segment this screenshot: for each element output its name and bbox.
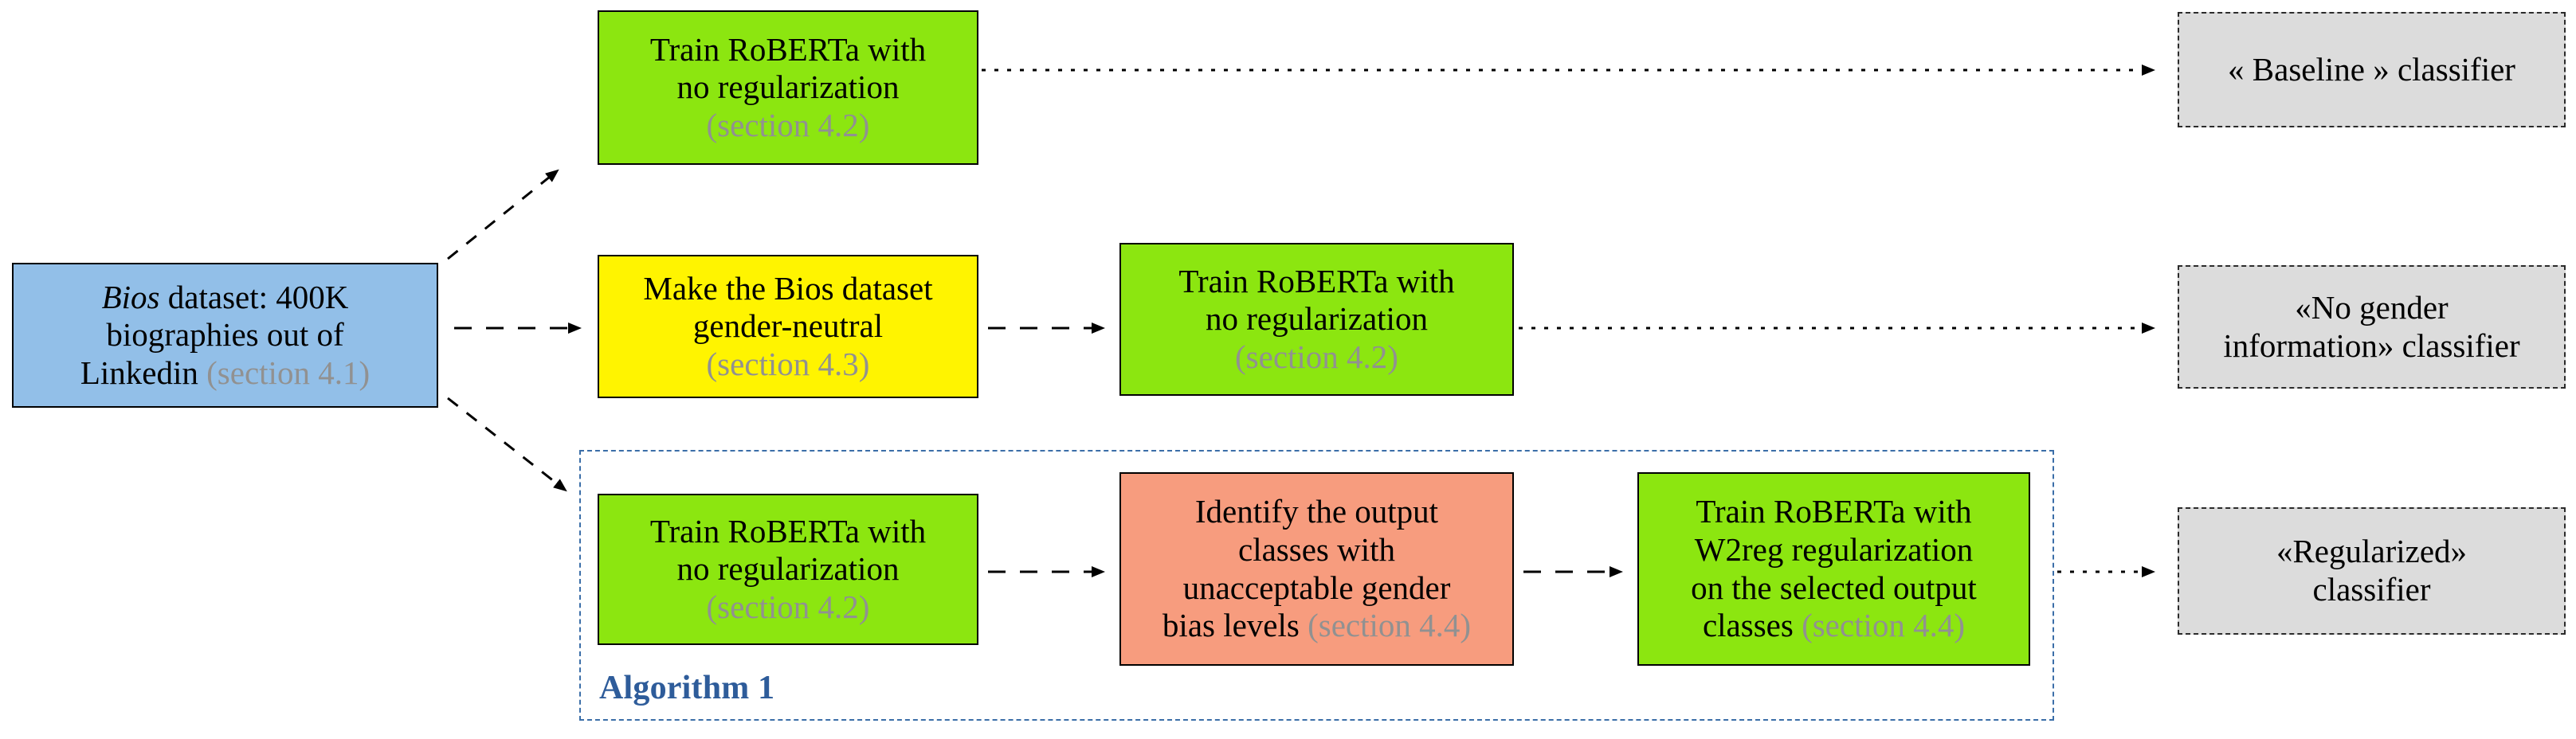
- baseline-classifier-text: « Baseline » classifier: [2228, 50, 2515, 88]
- node-baseline-train-text: Train RoBERTa with no regularization (se…: [606, 31, 970, 145]
- identify-line1: Identify the output: [1194, 493, 1439, 530]
- node-w2reg-train[interactable]: Train RoBERTa with W2reg regularization …: [1637, 472, 2030, 666]
- node-baseline-train[interactable]: Train RoBERTa with no regularization (se…: [598, 10, 978, 165]
- node-identify-classes-text: Identify the output classes with unaccep…: [1127, 493, 1506, 644]
- node-baseline-classifier[interactable]: « Baseline » classifier: [2178, 12, 2566, 127]
- edge-dataset-to-baseline-train: [447, 169, 559, 260]
- neutralize-line1: Make the Bios dataset: [643, 269, 933, 307]
- no-gender-line1: «No gender: [2295, 288, 2449, 326]
- baseline-train-line2: no regularization: [676, 68, 900, 106]
- neutral-train-line2: no regularization: [1206, 300, 1428, 338]
- node-make-gender-neutral[interactable]: Make the Bios dataset gender-neutral (se…: [598, 255, 978, 398]
- regularized-line2: classifier: [2312, 571, 2431, 608]
- dataset-line2: biographies out of: [106, 316, 344, 354]
- identify-line3: unacceptable gender: [1182, 569, 1451, 606]
- algorithm-1-container: [579, 450, 2054, 721]
- neutral-train-line1: Train RoBERTa with: [1178, 262, 1455, 299]
- edge-dataset-to-algo-train: [447, 397, 567, 492]
- dataset-line3: Linkedin: [80, 354, 207, 391]
- algo-train-line2: no regularization: [676, 550, 900, 588]
- algorithm-1-label: Algorithm 1: [599, 670, 775, 706]
- algo-train-line1: Train RoBERTa with: [649, 512, 927, 549]
- node-bios-dataset-text: Bios dataset: 400K biographies out of Li…: [20, 279, 430, 393]
- dataset-section: (section 4.1): [206, 354, 371, 391]
- neutralize-line2: gender-neutral: [692, 307, 884, 345]
- neutralize-section: (section 4.3): [706, 345, 870, 382]
- dataset-name: Bios: [101, 278, 160, 315]
- baseline-train-line1: Train RoBERTa with: [649, 30, 927, 68]
- node-regularized-classifier[interactable]: «Regularized» classifier: [2178, 507, 2566, 635]
- dataset-line1-rest: dataset: 400K: [159, 278, 349, 315]
- regularized-line1: «Regularized»: [2276, 533, 2468, 570]
- node-no-gender-classifier[interactable]: «No gender information» classifier: [2178, 265, 2566, 389]
- w2reg-line4: classes: [1702, 607, 1802, 644]
- w2reg-section: (section 4.4): [1802, 607, 1966, 644]
- identify-line2: classes with: [1238, 530, 1395, 568]
- identify-line4: bias levels: [1162, 607, 1308, 644]
- w2reg-line2: W2reg regularization: [1694, 530, 1974, 568]
- baseline-train-section: (section 4.2): [706, 106, 870, 143]
- identify-section: (section 4.4): [1308, 607, 1472, 644]
- node-algo-train-text: Train RoBERTa with no regularization (se…: [606, 513, 970, 627]
- node-w2reg-train-text: Train RoBERTa with W2reg regularization …: [1645, 493, 2022, 644]
- node-neutral-train-text: Train RoBERTa with no regularization (se…: [1127, 263, 1506, 377]
- no-gender-classifier-text: «No gender information» classifier: [2186, 289, 2558, 365]
- node-algo-train[interactable]: Train RoBERTa with no regularization (se…: [598, 494, 978, 645]
- neutral-train-section: (section 4.2): [1235, 338, 1398, 375]
- w2reg-line1: Train RoBERTa with: [1696, 493, 1972, 530]
- algo-train-section: (section 4.2): [706, 588, 870, 625]
- regularized-classifier-text: «Regularized» classifier: [2186, 533, 2558, 608]
- node-bios-dataset[interactable]: Bios dataset: 400K biographies out of Li…: [12, 263, 438, 408]
- node-neutral-train[interactable]: Train RoBERTa with no regularization (se…: [1119, 243, 1514, 396]
- node-identify-classes[interactable]: Identify the output classes with unaccep…: [1119, 472, 1514, 666]
- node-make-gender-neutral-text: Make the Bios dataset gender-neutral (se…: [606, 270, 970, 384]
- no-gender-line2: information» classifier: [2223, 326, 2520, 364]
- w2reg-line3: on the selected output: [1691, 569, 1977, 606]
